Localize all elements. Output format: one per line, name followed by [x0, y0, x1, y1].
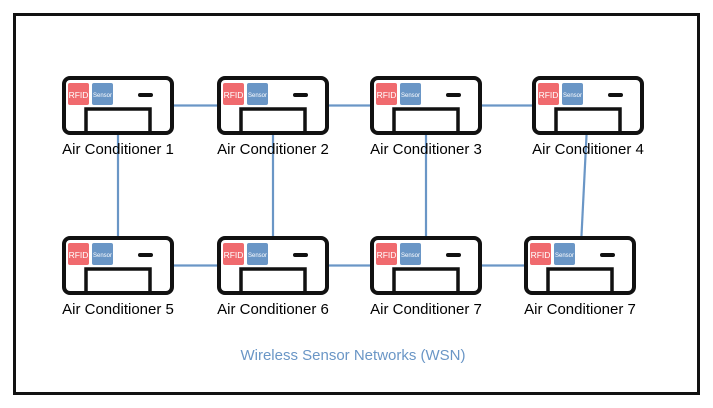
sensor-chip-label: Sensor: [555, 253, 574, 259]
rfid-chip-label: RFID: [69, 250, 89, 260]
rfid-chip-label: RFID: [69, 90, 89, 100]
air-conditioner-label: Air Conditioner 6: [217, 301, 329, 318]
diagram-frame: [13, 13, 700, 395]
rfid-chip-label: RFID: [224, 250, 244, 260]
rfid-chip: [376, 83, 397, 105]
air-conditioner-label: Air Conditioner 5: [62, 301, 174, 318]
rfid-chip: [68, 243, 89, 265]
ac-vent: [392, 107, 460, 133]
sensor-chip: [247, 83, 268, 105]
rfid-chip-label: RFID: [377, 90, 397, 100]
ac-vent: [546, 267, 614, 293]
ac-body: [370, 236, 482, 295]
sensor-chip: [92, 83, 113, 105]
air-conditioner-label: Air Conditioner 4: [532, 141, 644, 158]
air-conditioner-label: Air Conditioner 2: [217, 141, 329, 158]
ac-body: [217, 236, 329, 295]
ac-body: [217, 76, 329, 135]
ac-vent: [84, 107, 152, 133]
sensor-chip-label: Sensor: [401, 93, 420, 99]
rfid-chip-label: RFID: [531, 250, 551, 260]
air-conditioner-label: Air Conditioner 1: [62, 141, 174, 158]
ac-indicator-light: [600, 253, 615, 257]
air-conditioner-label: Air Conditioner 3: [370, 141, 482, 158]
sensor-chip-label: Sensor: [401, 253, 420, 259]
air-conditioner-label: Air Conditioner 7: [524, 301, 636, 318]
sensor-chip: [562, 83, 583, 105]
rfid-chip: [538, 83, 559, 105]
ac-vent: [239, 107, 307, 133]
rfid-chip: [68, 83, 89, 105]
sensor-chip-label: Sensor: [563, 93, 582, 99]
ac-indicator-light: [138, 253, 153, 257]
rfid-chip-label: RFID: [539, 90, 559, 100]
ac-vent: [84, 267, 152, 293]
ac-indicator-light: [608, 93, 623, 97]
ac-body: [62, 236, 174, 295]
ac-vent: [392, 267, 460, 293]
ac-indicator-light: [446, 253, 461, 257]
sensor-chip-label: Sensor: [248, 93, 267, 99]
sensor-chip: [247, 243, 268, 265]
ac-body: [532, 76, 644, 135]
ac-indicator-light: [293, 253, 308, 257]
rfid-chip: [223, 83, 244, 105]
ac-body: [524, 236, 636, 295]
rfid-chip: [530, 243, 551, 265]
sensor-chip-label: Sensor: [248, 253, 267, 259]
ac-indicator-light: [446, 93, 461, 97]
network-links: [116, 104, 590, 267]
air-conditioner-label: Air Conditioner 7: [370, 301, 482, 318]
ac-body: [370, 76, 482, 135]
rfid-chip: [223, 243, 244, 265]
rfid-chip: [376, 243, 397, 265]
sensor-chip: [554, 243, 575, 265]
ac-body: [62, 76, 174, 135]
ac-indicator-light: [138, 93, 153, 97]
ac-indicator-light: [293, 93, 308, 97]
network-caption: Wireless Sensor Networks (WSN): [240, 347, 465, 364]
ac-vent: [239, 267, 307, 293]
sensor-chip: [92, 243, 113, 265]
sensor-chip: [400, 83, 421, 105]
ac-vent: [554, 107, 622, 133]
sensor-chip: [400, 243, 421, 265]
sensor-chip-label: Sensor: [93, 93, 112, 99]
sensor-chip-label: Sensor: [93, 253, 112, 259]
rfid-chip-label: RFID: [224, 90, 244, 100]
rfid-chip-label: RFID: [377, 250, 397, 260]
